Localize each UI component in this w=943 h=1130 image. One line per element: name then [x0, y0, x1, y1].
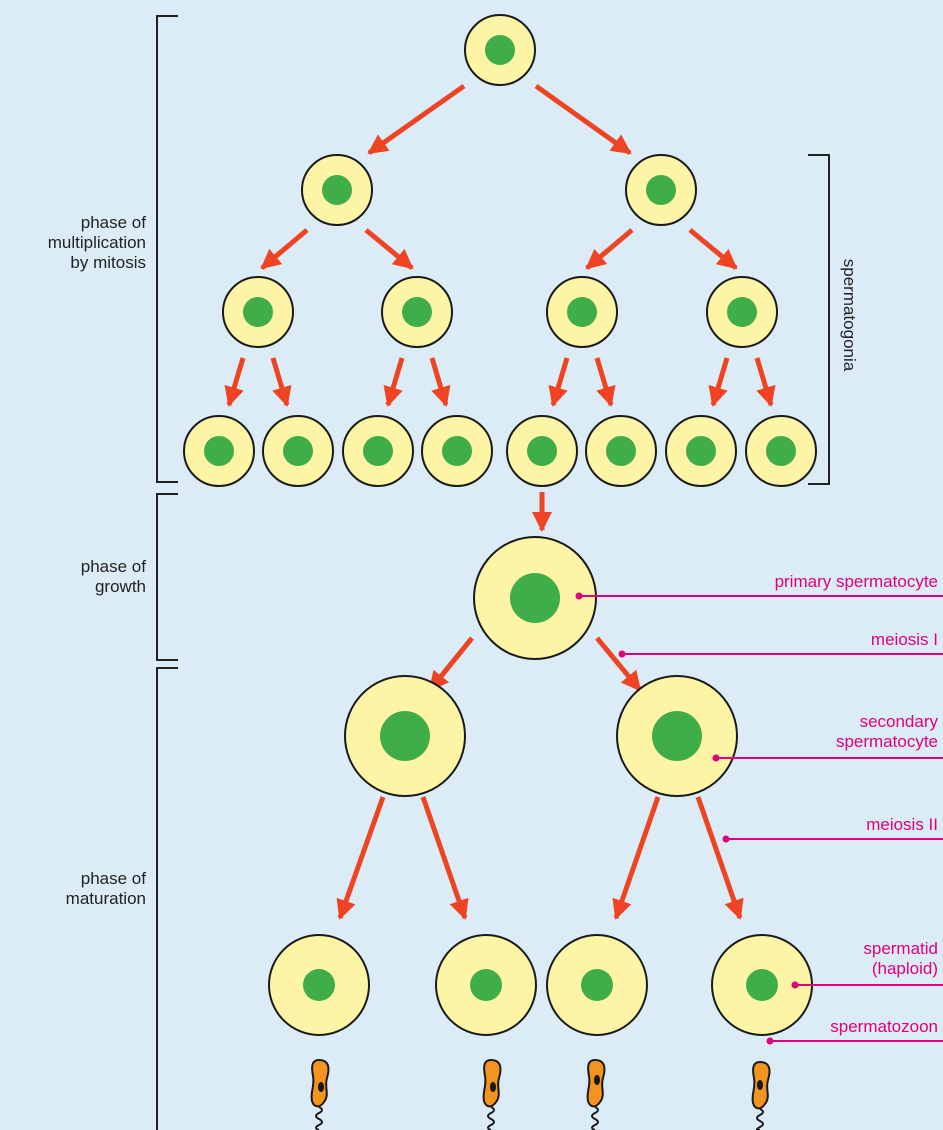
phase-growth-label: phase of growth — [0, 557, 146, 597]
spermatozoon-leader — [766, 1037, 943, 1045]
meiosis-2-label: meiosis II — [866, 815, 938, 834]
cells — [183, 14, 817, 1036]
phase-multiplication-line1: phase of — [80, 213, 146, 232]
arrow — [534, 83, 632, 156]
spermatozoon-label: spermatozoon — [830, 1017, 938, 1036]
meiosis-1-leader — [618, 650, 943, 658]
spermatid-cell — [268, 934, 370, 1036]
phase-maturation-label: phase of maturation — [0, 869, 146, 909]
spermatogonium-cell — [301, 154, 373, 226]
phase-brackets — [156, 15, 830, 1130]
spermatogonium-cell — [506, 415, 578, 487]
arrow — [754, 357, 776, 407]
spermatid-line2: (haploid) — [871, 959, 938, 978]
multiplication-bracket — [156, 15, 178, 483]
spermatogonium-cell — [222, 276, 294, 348]
spermatid-cell — [546, 934, 648, 1036]
spermatozoon-cell — [586, 1058, 606, 1130]
spermatozoon-cell — [482, 1058, 502, 1130]
meiosis-2-leader — [722, 835, 943, 843]
primary-spermatocyte-cell — [473, 536, 597, 660]
arrows — [224, 83, 776, 920]
arrow — [336, 796, 386, 920]
meiosis-1-label: meiosis I — [870, 630, 938, 649]
spermatogonium-cell — [342, 415, 414, 487]
spermatogonium-cell — [183, 415, 255, 487]
spermatogonium-cell — [546, 276, 618, 348]
arrow — [260, 228, 309, 270]
phase-growth-line2: growth — [94, 577, 146, 596]
arrow — [585, 228, 634, 270]
secondary-spermatocyte-leader — [712, 754, 943, 762]
spermatozoon-cell — [310, 1058, 330, 1130]
spermatogonia-bracket — [808, 154, 830, 485]
primary-spermatocyte-label: primary spermatocyte — [774, 572, 938, 591]
phase-growth-line1: phase of — [80, 557, 146, 576]
spermatogonium-cell — [421, 415, 493, 487]
arrow — [548, 357, 570, 407]
arrow — [688, 228, 738, 270]
phase-maturation-line1: phase of — [80, 869, 146, 888]
spermatozoa — [310, 1058, 771, 1130]
arrow — [367, 83, 466, 156]
annotation-leaders — [575, 592, 943, 1045]
spermatogonium-cell — [381, 276, 453, 348]
arrow — [364, 228, 414, 270]
arrow — [383, 357, 405, 407]
secondary-spermatocyte-line2: spermatocyte — [835, 732, 938, 751]
spermatogonium-cell — [665, 415, 737, 487]
spermatogonia-label: spermatogonia — [840, 258, 859, 372]
arrow — [420, 796, 469, 920]
primary-spermatocyte-leader — [575, 592, 943, 600]
arrow — [428, 636, 474, 692]
maturation-bracket — [156, 667, 178, 1130]
phase-multiplication-line2: multiplication — [47, 233, 146, 252]
spermatid-cell — [711, 934, 813, 1036]
spermatid-cell — [435, 934, 537, 1036]
secondary-spermatocyte-cell — [344, 675, 466, 797]
arrow — [224, 357, 246, 407]
secondary-spermatocyte-label: secondary spermatocyte — [836, 712, 938, 752]
arrow — [695, 796, 744, 920]
spermatogonium-cell — [464, 14, 536, 86]
spermatogonium-cell — [706, 276, 778, 348]
secondary-spermatocyte-line1: secondary — [859, 712, 938, 731]
phase-multiplication-line3: by mitosis — [70, 253, 146, 272]
arrow — [270, 357, 292, 407]
spermatozoon-cell — [751, 1060, 771, 1130]
spermatid-leader — [791, 981, 943, 989]
growth-bracket — [156, 493, 178, 661]
arrow — [595, 636, 642, 692]
spermatogonium-cell — [585, 415, 657, 487]
secondary-spermatocyte-cell — [616, 675, 738, 797]
phase-multiplication-label: phase of multiplication by mitosis — [0, 213, 146, 273]
phase-maturation-line2: maturation — [65, 889, 146, 908]
arrow — [708, 357, 730, 407]
arrow — [429, 357, 451, 407]
spermatogonium-cell — [745, 415, 817, 487]
arrow — [612, 796, 661, 920]
arrow — [594, 357, 616, 407]
spermatogonium-cell — [625, 154, 697, 226]
spermatid-label: spermatid (haploid) — [863, 939, 938, 979]
spermatid-line1: spermatid — [863, 939, 938, 958]
spermatogonium-cell — [262, 415, 334, 487]
